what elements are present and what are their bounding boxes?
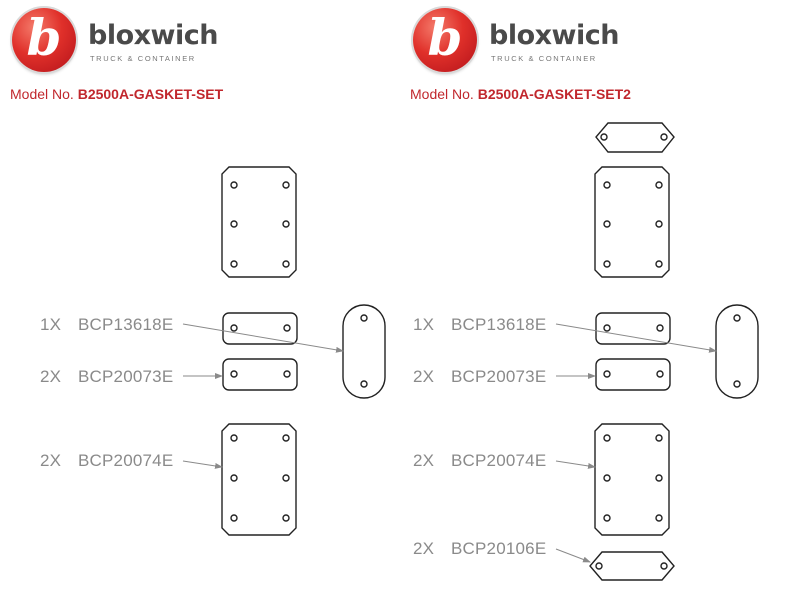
- part-label: 1X BCP13618E: [40, 315, 173, 335]
- brand-tagline: TRUCK & CONTAINER: [491, 54, 597, 63]
- gasket-strip: [222, 312, 298, 345]
- brand-tagline: TRUCK & CONTAINER: [90, 54, 196, 63]
- model-prefix: Model No.: [410, 86, 474, 102]
- part-number: BCP20074E: [78, 451, 174, 470]
- part-qty: 2X: [40, 367, 62, 386]
- part-label: 1X BCP13618E: [413, 315, 546, 335]
- model-number: B2500A-GASKET-SET: [77, 86, 224, 102]
- part-qty: 2X: [413, 539, 435, 558]
- part-number: BCP13618E: [78, 315, 174, 334]
- leader-line: [182, 460, 223, 469]
- part-label: 2X BCP20073E: [413, 367, 546, 387]
- part-label: 2X BCP20074E: [413, 451, 546, 471]
- model-number-left: Model No. B2500A-GASKET-SET: [10, 86, 223, 102]
- brand-name: bloxwich: [489, 20, 619, 51]
- part-number: BCP20073E: [451, 367, 547, 386]
- model-prefix: Model No.: [10, 86, 74, 102]
- part-qty: 1X: [40, 315, 62, 334]
- part-number: BCP20073E: [78, 367, 174, 386]
- gasket-oval: [342, 304, 386, 399]
- gasket-hex-small: [589, 551, 675, 581]
- part-label: 2X BCP20106E: [413, 539, 546, 559]
- part-label: 2X BCP20074E: [40, 451, 173, 471]
- gasket-plate-large: [594, 166, 670, 278]
- gasket-plate-large: [221, 166, 297, 278]
- part-label: 2X BCP20073E: [40, 367, 173, 387]
- brand-name: bloxwich: [88, 20, 218, 51]
- model-number-right: Model No. B2500A-GASKET-SET2: [410, 86, 631, 102]
- logo-badge-icon: b: [12, 8, 76, 72]
- part-number: BCP13618E: [451, 315, 547, 334]
- leader-line: [555, 548, 591, 563]
- leader-line: [555, 323, 717, 353]
- gasket-strip: [595, 312, 671, 345]
- gasket-strip: [222, 358, 298, 391]
- part-number: BCP20106E: [451, 539, 547, 558]
- gasket-plate-large: [594, 423, 670, 536]
- part-qty: 2X: [40, 451, 62, 470]
- gasket-oval: [715, 304, 759, 399]
- part-qty: 2X: [413, 451, 435, 470]
- model-number: B2500A-GASKET-SET2: [477, 86, 631, 102]
- part-qty: 1X: [413, 315, 435, 334]
- gasket-strip: [595, 358, 671, 391]
- part-number: BCP20074E: [451, 451, 547, 470]
- gasket-plate-large: [221, 423, 297, 536]
- gasket-hex-small: [595, 122, 675, 153]
- logo-badge-icon: b: [413, 8, 477, 72]
- leader-line: [555, 460, 596, 469]
- leader-line: [182, 323, 344, 353]
- part-qty: 2X: [413, 367, 435, 386]
